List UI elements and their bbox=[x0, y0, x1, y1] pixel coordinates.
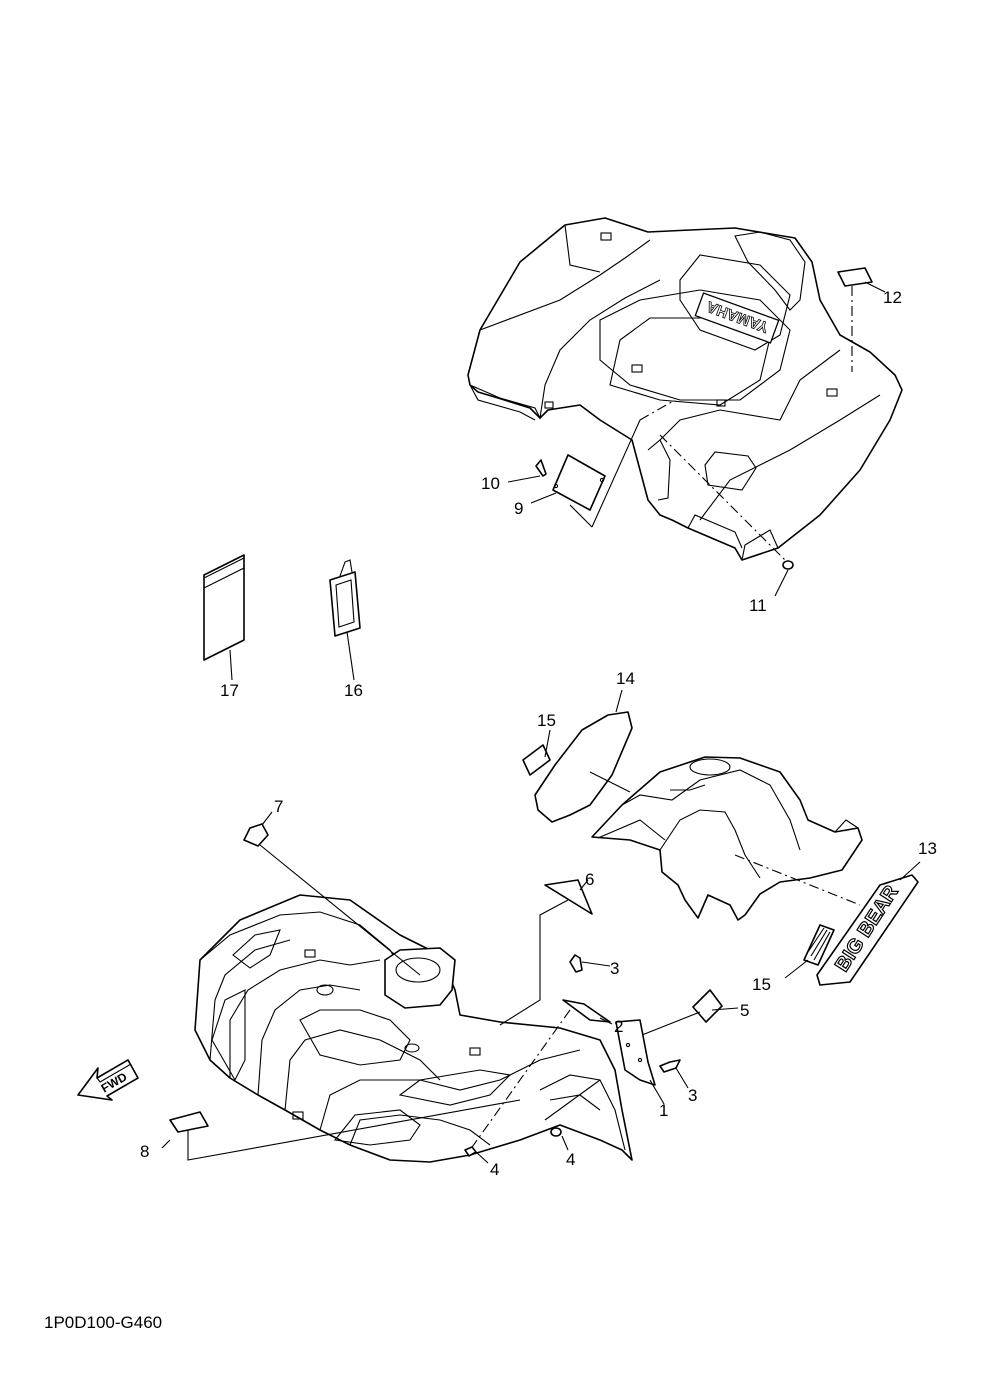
callout-7: 7 bbox=[274, 797, 283, 816]
part-1-bracket bbox=[615, 1019, 656, 1086]
part-11-clip bbox=[782, 560, 794, 570]
callout-3a: 3 bbox=[610, 959, 619, 978]
part-3-screw-lower bbox=[659, 1059, 681, 1073]
callout-6: 6 bbox=[585, 870, 594, 889]
part-6-decal bbox=[544, 879, 593, 915]
bigbear-logo-text: BIG BEAR bbox=[831, 881, 903, 975]
callout-3b: 3 bbox=[688, 1086, 697, 1105]
callout-13: 13 bbox=[918, 839, 937, 858]
callout-4a: 4 bbox=[490, 1160, 499, 1179]
callout-2: 2 bbox=[614, 1017, 623, 1036]
callout-11: 11 bbox=[749, 596, 767, 615]
part-8-decal bbox=[169, 1111, 209, 1133]
part-7-reflector bbox=[243, 823, 269, 847]
part-12-decal bbox=[837, 267, 873, 287]
rear-fender: YAMAHA bbox=[467, 217, 903, 561]
part-code: 1P0D100-G460 bbox=[44, 1313, 162, 1332]
front-fender bbox=[194, 894, 633, 1163]
part-17-label bbox=[203, 554, 245, 661]
callout-15a: 15 bbox=[537, 711, 556, 730]
part-4-clip-right bbox=[550, 1127, 562, 1137]
part-15-decal-lower bbox=[803, 924, 835, 966]
callout-10: 10 bbox=[481, 474, 500, 493]
part-14-cover bbox=[534, 711, 633, 823]
part-5-decal bbox=[692, 989, 723, 1023]
callout-1: 1 bbox=[659, 1101, 668, 1120]
part-2-decal bbox=[562, 999, 611, 1023]
callout-5: 5 bbox=[740, 1001, 749, 1020]
part-16-tag bbox=[329, 571, 361, 637]
callout-8: 8 bbox=[140, 1142, 149, 1161]
callout-17: 17 bbox=[220, 681, 239, 700]
part-3-screw-upper bbox=[569, 954, 583, 973]
part-15-decal-upper bbox=[522, 744, 551, 776]
callout-12: 12 bbox=[883, 288, 902, 307]
callout-4b: 4 bbox=[566, 1150, 575, 1169]
callout-9: 9 bbox=[514, 499, 523, 518]
part-10-screw bbox=[535, 459, 547, 477]
callout-16: 16 bbox=[344, 681, 363, 700]
tank-cover bbox=[591, 756, 863, 921]
callout-15b: 15 bbox=[752, 975, 771, 994]
fwd-arrow-icon: FWD bbox=[77, 1059, 139, 1101]
part-9-plate bbox=[552, 454, 606, 511]
callout-14: 14 bbox=[616, 669, 635, 688]
